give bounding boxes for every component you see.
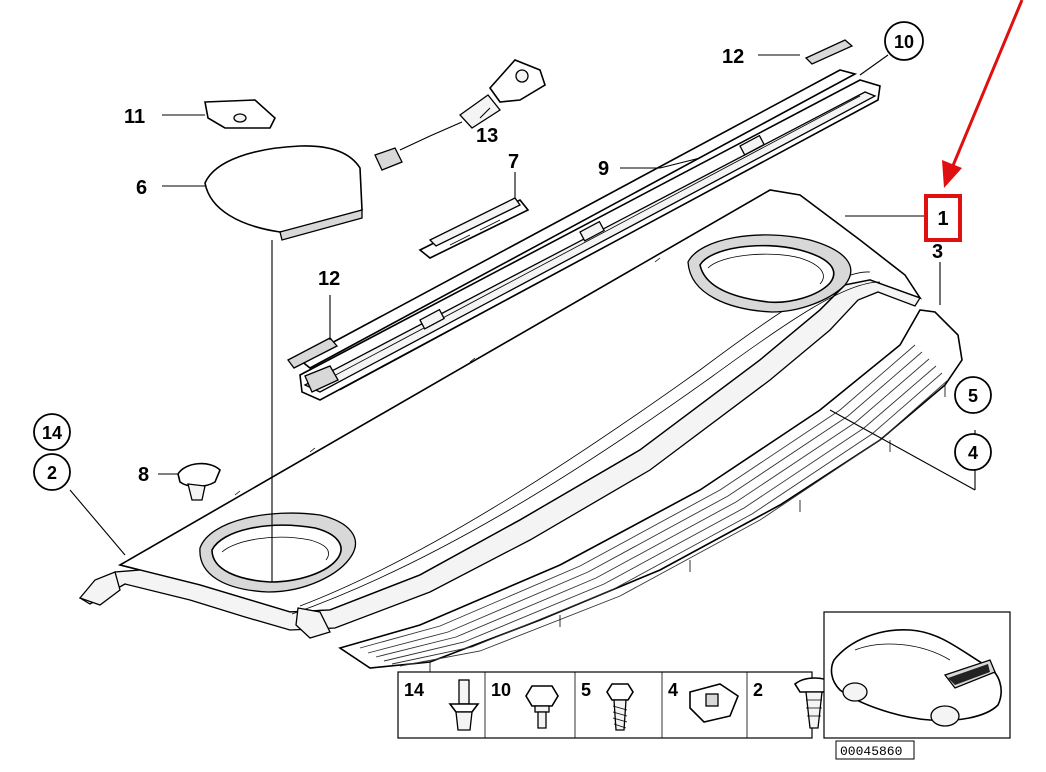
car-location-thumbnail (823, 611, 1011, 739)
expanding-rivet-icon (793, 677, 834, 729)
svg-text:7: 7 (508, 151, 519, 173)
leader-lines (69, 54, 976, 582)
svg-text:9: 9 (598, 158, 609, 180)
callout-3: 3 (932, 241, 943, 263)
svg-text:13: 13 (476, 125, 498, 147)
callout-5: 5 (954, 376, 992, 414)
fastener-table: 14 10 5 4 2 (397, 671, 834, 739)
right-speaker-opening (687, 234, 852, 313)
guide-bracket[interactable] (418, 197, 530, 259)
svg-text:10: 10 (894, 32, 914, 52)
callout-12-top: 12 (722, 46, 744, 68)
svg-text:2: 2 (47, 463, 57, 483)
rail-profile (298, 69, 858, 369)
callout-14: 14 (33, 413, 71, 451)
callout-4: 4 (954, 433, 992, 471)
fastener-number: 4 (668, 680, 678, 700)
callout-11: 11 (124, 106, 145, 128)
end-cap-lower[interactable] (287, 337, 339, 369)
sunblind-rail[interactable] (299, 79, 881, 401)
svg-text:00045860: 00045860 (840, 744, 902, 759)
clip-nut-icon (689, 683, 739, 723)
callout-6: 6 (136, 177, 147, 199)
callout-1-highlighted[interactable]: 1 (924, 194, 962, 242)
hex-bolt-icon (525, 685, 559, 729)
callout-9: 9 (598, 158, 609, 180)
vent-grille-strip[interactable] (338, 309, 963, 674)
speaker-cover[interactable] (204, 145, 363, 241)
svg-text:14: 14 (42, 423, 62, 443)
callout-13: 13 (476, 125, 498, 147)
fastener-number: 5 (581, 680, 591, 700)
hex-screw-icon (606, 683, 634, 731)
svg-text:6: 6 (136, 177, 147, 199)
rear-shelf-panel[interactable] (78, 189, 922, 639)
svg-text:5: 5 (968, 386, 978, 406)
svg-text:4: 4 (968, 443, 978, 463)
retaining-clip[interactable] (177, 462, 221, 501)
fastener-number: 10 (491, 680, 511, 700)
blind-motor-cable[interactable] (374, 59, 546, 171)
fastener-number: 2 (753, 680, 763, 700)
push-rivet-icon (448, 679, 480, 731)
left-speaker-opening (199, 512, 357, 593)
svg-text:12: 12 (318, 268, 340, 290)
svg-text:8: 8 (138, 464, 149, 486)
callout-8: 8 (138, 464, 149, 486)
svg-text:12: 12 (722, 46, 744, 68)
callout-2: 2 (33, 453, 71, 491)
red-pointer-arrow (942, 0, 1024, 188)
svg-text:1: 1 (937, 208, 948, 230)
diagram-code: 00045860 (835, 740, 915, 760)
callout-12-lower: 12 (318, 268, 340, 290)
svg-text:11: 11 (124, 106, 145, 128)
fastener-number: 14 (404, 680, 424, 700)
callout-10: 10 (884, 21, 924, 61)
small-cap[interactable] (204, 99, 276, 129)
svg-text:3: 3 (932, 241, 943, 263)
callout-7: 7 (508, 151, 519, 173)
end-cap-upper[interactable] (804, 39, 854, 65)
